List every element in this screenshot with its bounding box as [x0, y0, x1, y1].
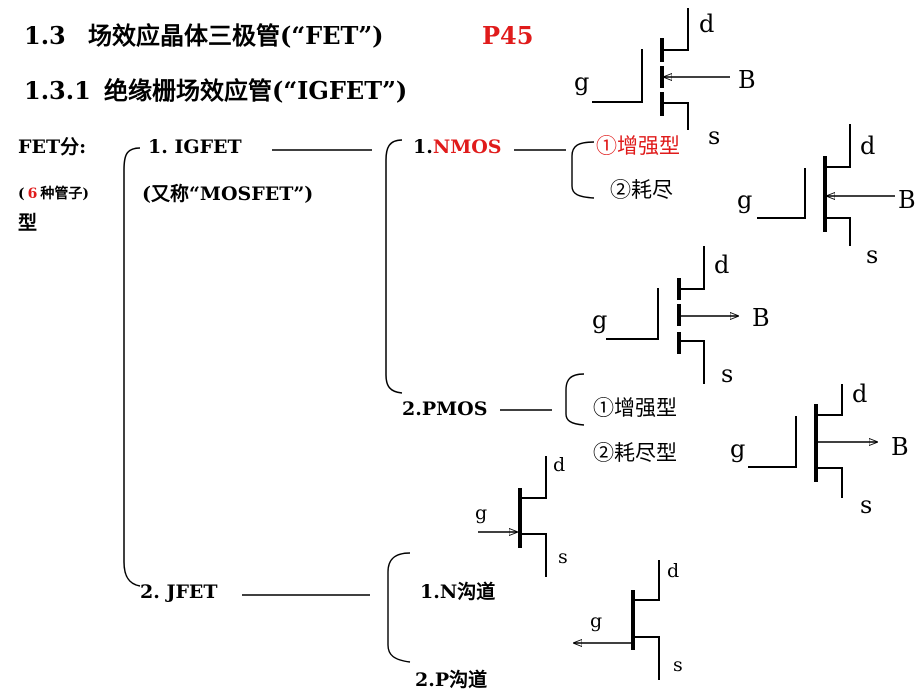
nmos-prefix: 1. [413, 136, 433, 158]
subsection-title: 绝缘栅场效应管(“IGFET”) [104, 76, 408, 105]
jfet-p-channel-symbol [574, 560, 660, 680]
nmos-bracket [571, 141, 595, 199]
nmos-depletion: ②耗尽 [610, 178, 673, 202]
page-reference: P45 [482, 21, 534, 50]
terminal-g-3: g [592, 306, 608, 334]
nmos-enhancement: ①增强型 [596, 136, 680, 157]
terminal-d-2: d [860, 132, 876, 160]
terminal-s-6: s [673, 654, 683, 676]
terminal-g-2: g [737, 186, 753, 214]
jfet-n-channel-symbol [478, 456, 547, 577]
jfet-p-channel: 2.P沟道 [415, 669, 488, 691]
nmos-enhancement-symbol [592, 8, 730, 130]
terminal-d-3: d [714, 251, 730, 279]
igfet-alias: (又称“MOSFET”) [142, 183, 314, 205]
terminal-b-3: B [752, 304, 770, 332]
pmos-label: 2.PMOS [402, 398, 488, 420]
fet-root-label: FET分: [18, 136, 87, 158]
terminal-s-5: s [558, 546, 568, 568]
fet-root-suffix: 型 [18, 212, 38, 234]
section-number: 1.3 [24, 21, 66, 50]
terminal-s-4: s [860, 491, 873, 519]
terminal-b-4: B [891, 433, 909, 461]
jfet-label: 2. JFET [140, 581, 218, 603]
pmos-enhancement-symbol [606, 246, 738, 384]
terminal-g-1: g [574, 68, 590, 96]
pmos-bracket [565, 373, 585, 426]
terminal-d-6: d [667, 560, 680, 582]
terminal-b-1: B [738, 66, 756, 94]
nmos-name: NMOS [432, 136, 502, 158]
igfet-bracket [385, 139, 403, 394]
jfet-n-channel: 1.N沟道 [420, 581, 496, 603]
terminal-d-5: d [553, 454, 566, 476]
jfet-bracket [387, 552, 411, 663]
terminal-g-4: g [730, 435, 746, 463]
pmos-depletion-symbol [748, 384, 877, 498]
terminal-s-1: s [708, 122, 721, 150]
tube-count-number: 6 [27, 186, 38, 202]
root-bracket [123, 147, 141, 587]
igfet-label: 1. IGFET [148, 136, 242, 158]
nmos-enhancement-text: ①增强型 [596, 134, 680, 158]
terminal-g-6: g [590, 610, 603, 632]
pmos-depletion: ②耗尽型 [593, 441, 677, 465]
nmos-depletion-symbol [757, 124, 895, 246]
terminal-s-3: s [721, 360, 734, 388]
tube-count-open: ( [18, 186, 25, 202]
tube-count-text: 种管子) [40, 186, 89, 202]
terminal-b-2: B [898, 186, 916, 214]
nmos-label: 1.NMOS [413, 138, 502, 157]
terminal-d-1: d [699, 10, 715, 38]
terminal-d-4: d [852, 380, 868, 408]
terminal-g-5: g [475, 502, 488, 524]
pmos-enhancement: ①增强型 [593, 396, 677, 420]
page-title: 场效应晶体三极管(“FET”) [88, 21, 384, 50]
subsection-number: 1.3.1 [24, 76, 91, 105]
terminal-s-2: s [866, 241, 879, 269]
